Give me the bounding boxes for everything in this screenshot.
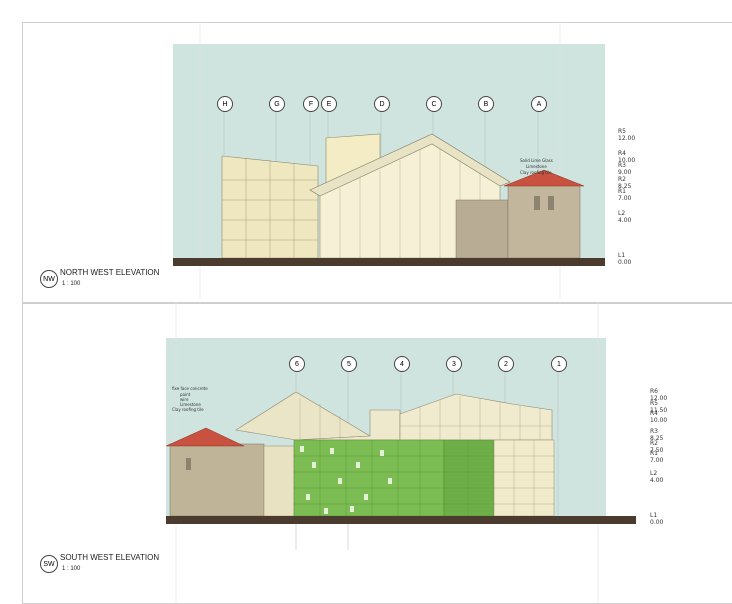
nw-grid-tag-c: C [426, 96, 442, 112]
north-west-elevation-drawing [173, 22, 605, 300]
nw-title: NORTH WEST ELEVATION [60, 268, 160, 277]
sw-tile-roof [165, 427, 245, 447]
nw-grid-tag-b: B [478, 96, 494, 112]
nw-stone-tower [507, 183, 581, 259]
sw-annotation-3: wire [180, 397, 189, 402]
sw-scale: 1 : 100 [62, 566, 81, 572]
nw-grid-tag-f: F [303, 96, 319, 112]
sw-grid-tag-6: 6 [289, 356, 305, 372]
sheet-frame-top [22, 22, 732, 304]
sw-annotation-4: Limestone [180, 402, 201, 407]
nw-grid-tag-d: D [374, 96, 390, 112]
sw-grid-tag-3: 3 [446, 356, 462, 372]
nw-scale: 1 : 100 [62, 281, 81, 287]
sw-grid-tag-2: 2 [498, 356, 514, 372]
sw-title: SOUTH WEST ELEVATION [60, 553, 160, 562]
sw-annotation-1: fixe face concrete [172, 386, 208, 391]
sw-green-facade [293, 439, 445, 517]
sw-annotation-5: Clay roofing tile [172, 407, 204, 412]
sw-ground [166, 516, 636, 524]
nw-annotation-1: Solid Lime Glass [520, 158, 553, 163]
nw-grid-tag-g: G [269, 96, 285, 112]
nw-grid-tag-a: A [531, 96, 547, 112]
nw-annotation-3: Clay roofing tile [520, 170, 552, 175]
nw-grid-tag-h: H [217, 96, 233, 112]
nw-tile-roof [503, 169, 585, 187]
nw-grid-tag-e: E [321, 96, 337, 112]
sw-grid-tag-1: 1 [551, 356, 567, 372]
sw-view-tag: SW [40, 555, 58, 573]
sw-stone-house [169, 443, 265, 517]
sw-grid-tag-4: 4 [394, 356, 410, 372]
sw-green-facade-right [443, 439, 495, 517]
sw-grid-tag-5: 5 [341, 356, 357, 372]
nw-view-tag: NW [40, 270, 58, 288]
sw-glass-block [493, 439, 555, 517]
nw-stone-wall [455, 199, 509, 259]
sw-annotation-2: paint [180, 392, 191, 397]
nw-ground [173, 258, 605, 266]
nw-annotation-2: Limestone [526, 164, 547, 169]
